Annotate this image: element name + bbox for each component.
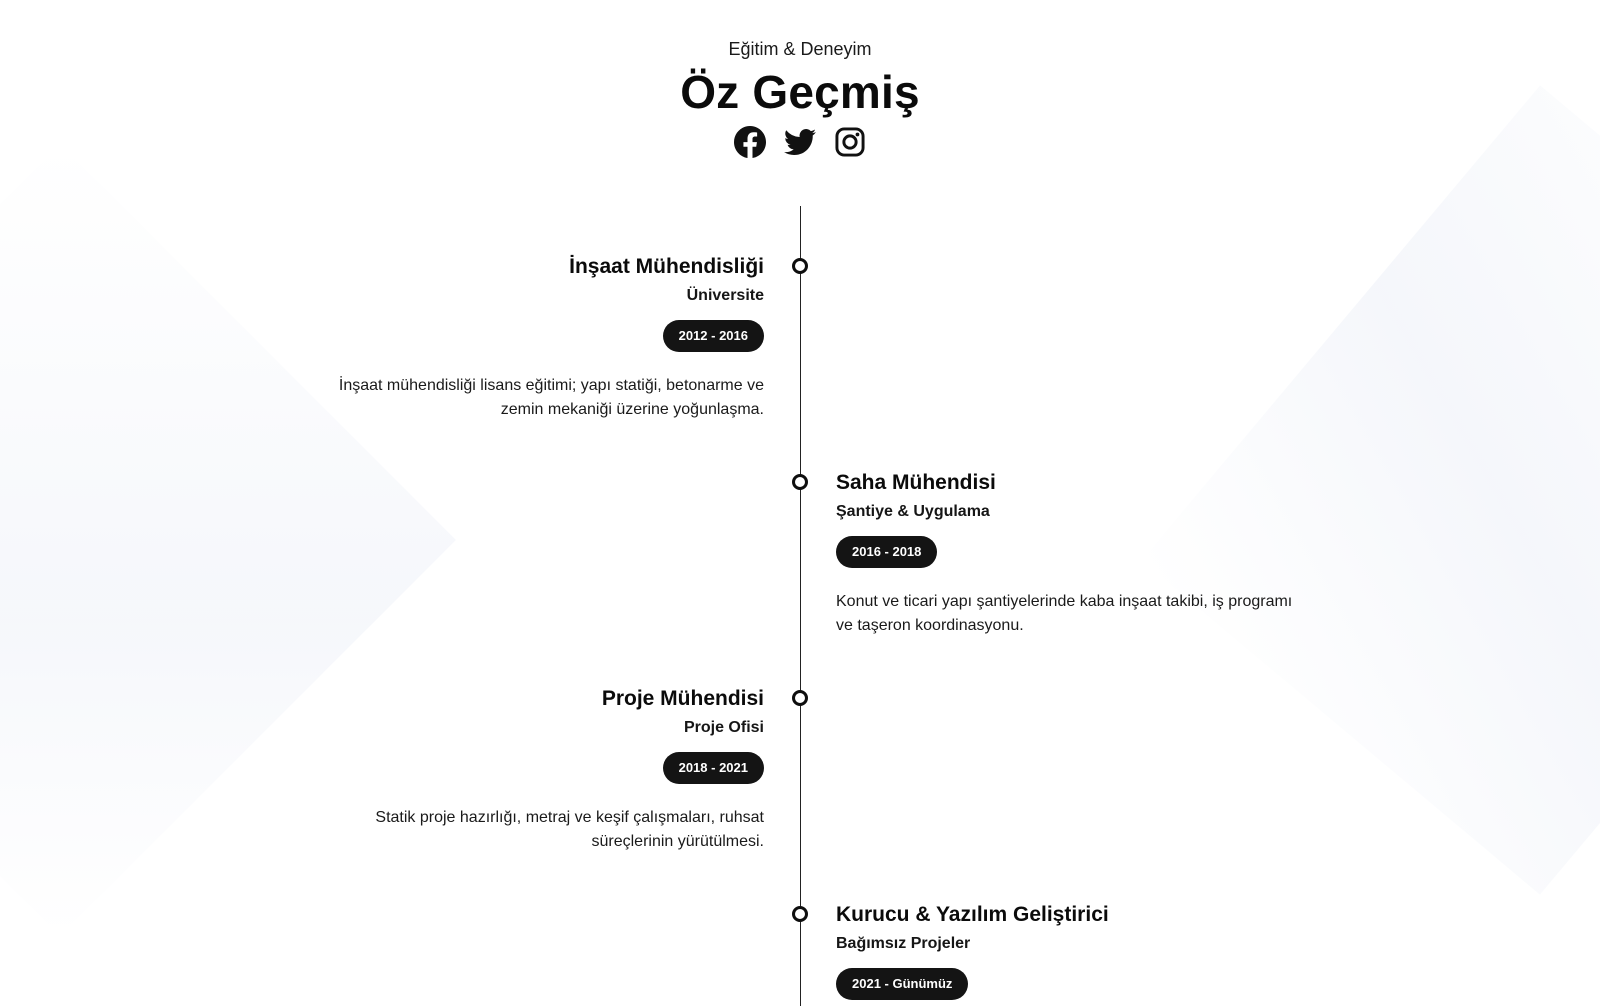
page-title: Öz Geçmiş: [680, 66, 920, 118]
social-links: [0, 126, 1600, 158]
entry-description: Konut ve ticari yapı şantiyelerinde kaba…: [836, 593, 1293, 634]
entry-organization: Bağımsız Projeler: [836, 935, 971, 952]
page-subtitle: Eğitim & Deneyim: [728, 39, 872, 59]
facebook-icon[interactable]: [734, 126, 766, 158]
entry-title: Proje Mühendisi: [601, 687, 764, 710]
period-badge: 2016 - 2018: [836, 536, 938, 568]
period-badge: 2012 - 2016: [662, 320, 764, 352]
timeline-dot: [792, 906, 808, 922]
timeline-entry-education: İnşaat Mühendisliği Üniversite 2012 - 20…: [304, 254, 764, 422]
entry-description: İnşaat mühendisliği lisans eğitimi; yapı…: [338, 377, 764, 418]
timeline-dot: [792, 474, 808, 490]
entry-organization: Üniversite: [686, 287, 764, 304]
entry-organization: Şantiye & Uygulama: [836, 503, 990, 520]
period-badge: 2021 - Günümüz: [836, 968, 969, 1000]
entry-title: Kurucu & Yazılım Geliştirici: [836, 903, 1109, 926]
instagram-icon[interactable]: [834, 126, 866, 158]
timeline-line: [800, 206, 801, 1006]
entry-title: İnşaat Mühendisliği: [569, 255, 764, 278]
period-badge: 2018 - 2021: [662, 752, 764, 784]
timeline-entry-site-engineer: Saha Mühendisi Şantiye & Uygulama 2016 -…: [836, 470, 1296, 638]
timeline-entry-founder: Kurucu & Yazılım Geliştirici Bağımsız Pr…: [836, 902, 1296, 1000]
entry-organization: Proje Ofisi: [683, 719, 764, 736]
entry-description: Statik proje hazırlığı, metraj ve keşif …: [375, 809, 764, 850]
timeline-entry-project-engineer: Proje Mühendisi Proje Ofisi 2018 - 2021 …: [304, 686, 764, 854]
entry-title: Saha Mühendisi: [836, 471, 996, 494]
timeline-dot: [792, 690, 808, 706]
timeline-dot: [792, 258, 808, 274]
page-header: Eğitim & Deneyim Öz Geçmiş: [0, 38, 1600, 158]
twitter-icon[interactable]: [784, 126, 816, 158]
